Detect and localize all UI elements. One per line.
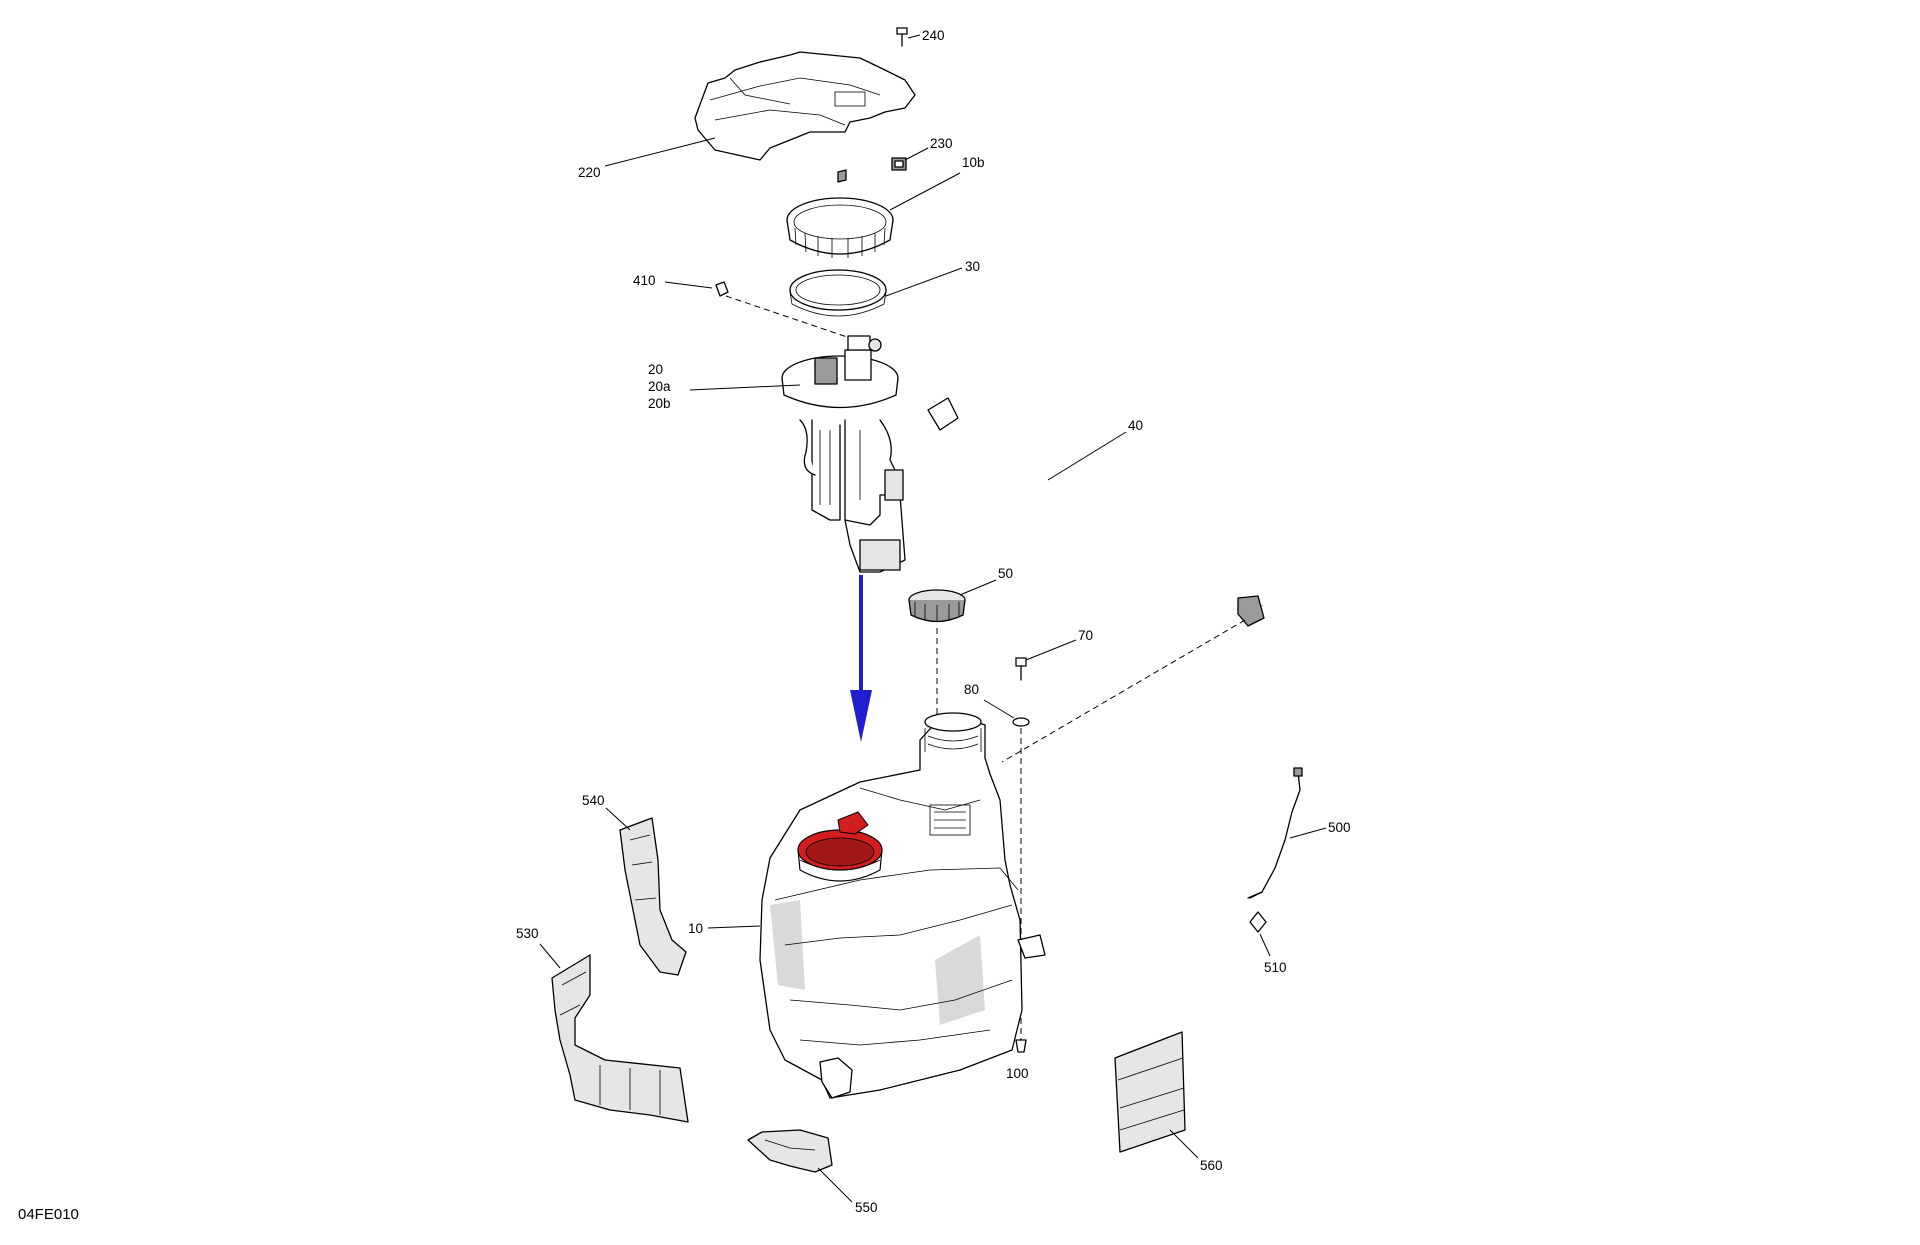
- callout-500: 500: [1328, 820, 1351, 835]
- part-560-pad[interactable]: [1114, 1031, 1186, 1153]
- callout-30: 30: [965, 259, 980, 274]
- callout-560: 560: [1200, 1158, 1223, 1173]
- callout-50: 50: [998, 566, 1013, 581]
- callout-20a: 20a: [648, 379, 671, 394]
- callout-510: 510: [1264, 960, 1287, 975]
- callout-540: 540: [582, 793, 605, 808]
- part-20-fuel-pump-module[interactable]: [781, 335, 906, 573]
- callout-240: 240: [922, 28, 945, 43]
- down-arrow-icon: [850, 575, 872, 742]
- callout-530: 530: [516, 926, 539, 941]
- callout-550: 550: [855, 1200, 878, 1215]
- callout-70: 70: [1078, 628, 1093, 643]
- callout-10b: 10b: [962, 155, 985, 170]
- part-220-cover[interactable]: [694, 51, 916, 161]
- part-100-bolt[interactable]: [1015, 1039, 1027, 1053]
- part-80-washer[interactable]: [1012, 717, 1030, 727]
- part-540-heat-shield[interactable]: [619, 817, 687, 976]
- part-10b-lock-ring[interactable]: [786, 169, 894, 258]
- part-50-filler-cap[interactable]: [908, 589, 966, 623]
- part-10-fuel-tank[interactable]: [759, 712, 1046, 1099]
- part-530-heat-shield[interactable]: [551, 954, 689, 1123]
- callout-220: 220: [578, 165, 601, 180]
- part-510-grommet[interactable]: [1249, 911, 1267, 933]
- callout-100: 100: [1006, 1066, 1029, 1081]
- part-240-screw[interactable]: [896, 27, 908, 47]
- callout-410: 410: [633, 273, 656, 288]
- part-40-fuel-hose[interactable]: [927, 388, 1265, 627]
- callout-20: 20: [648, 362, 663, 377]
- callout-10: 10: [688, 921, 703, 936]
- part-500-sensor-wire[interactable]: [1247, 767, 1303, 899]
- part-410-clamp[interactable]: [715, 281, 729, 297]
- callout-40: 40: [1128, 418, 1143, 433]
- callout-20b: 20b: [648, 396, 671, 411]
- part-30-gasket[interactable]: [789, 269, 887, 317]
- part-550-shield[interactable]: [747, 1129, 833, 1173]
- drawing-code: 04FE010: [18, 1206, 79, 1223]
- part-70-bolt[interactable]: [1015, 657, 1027, 681]
- tank-opening-highlight: [797, 811, 883, 882]
- callout-80: 80: [964, 682, 979, 697]
- part-230-clip[interactable]: [891, 157, 907, 171]
- callout-230: 230: [930, 136, 953, 151]
